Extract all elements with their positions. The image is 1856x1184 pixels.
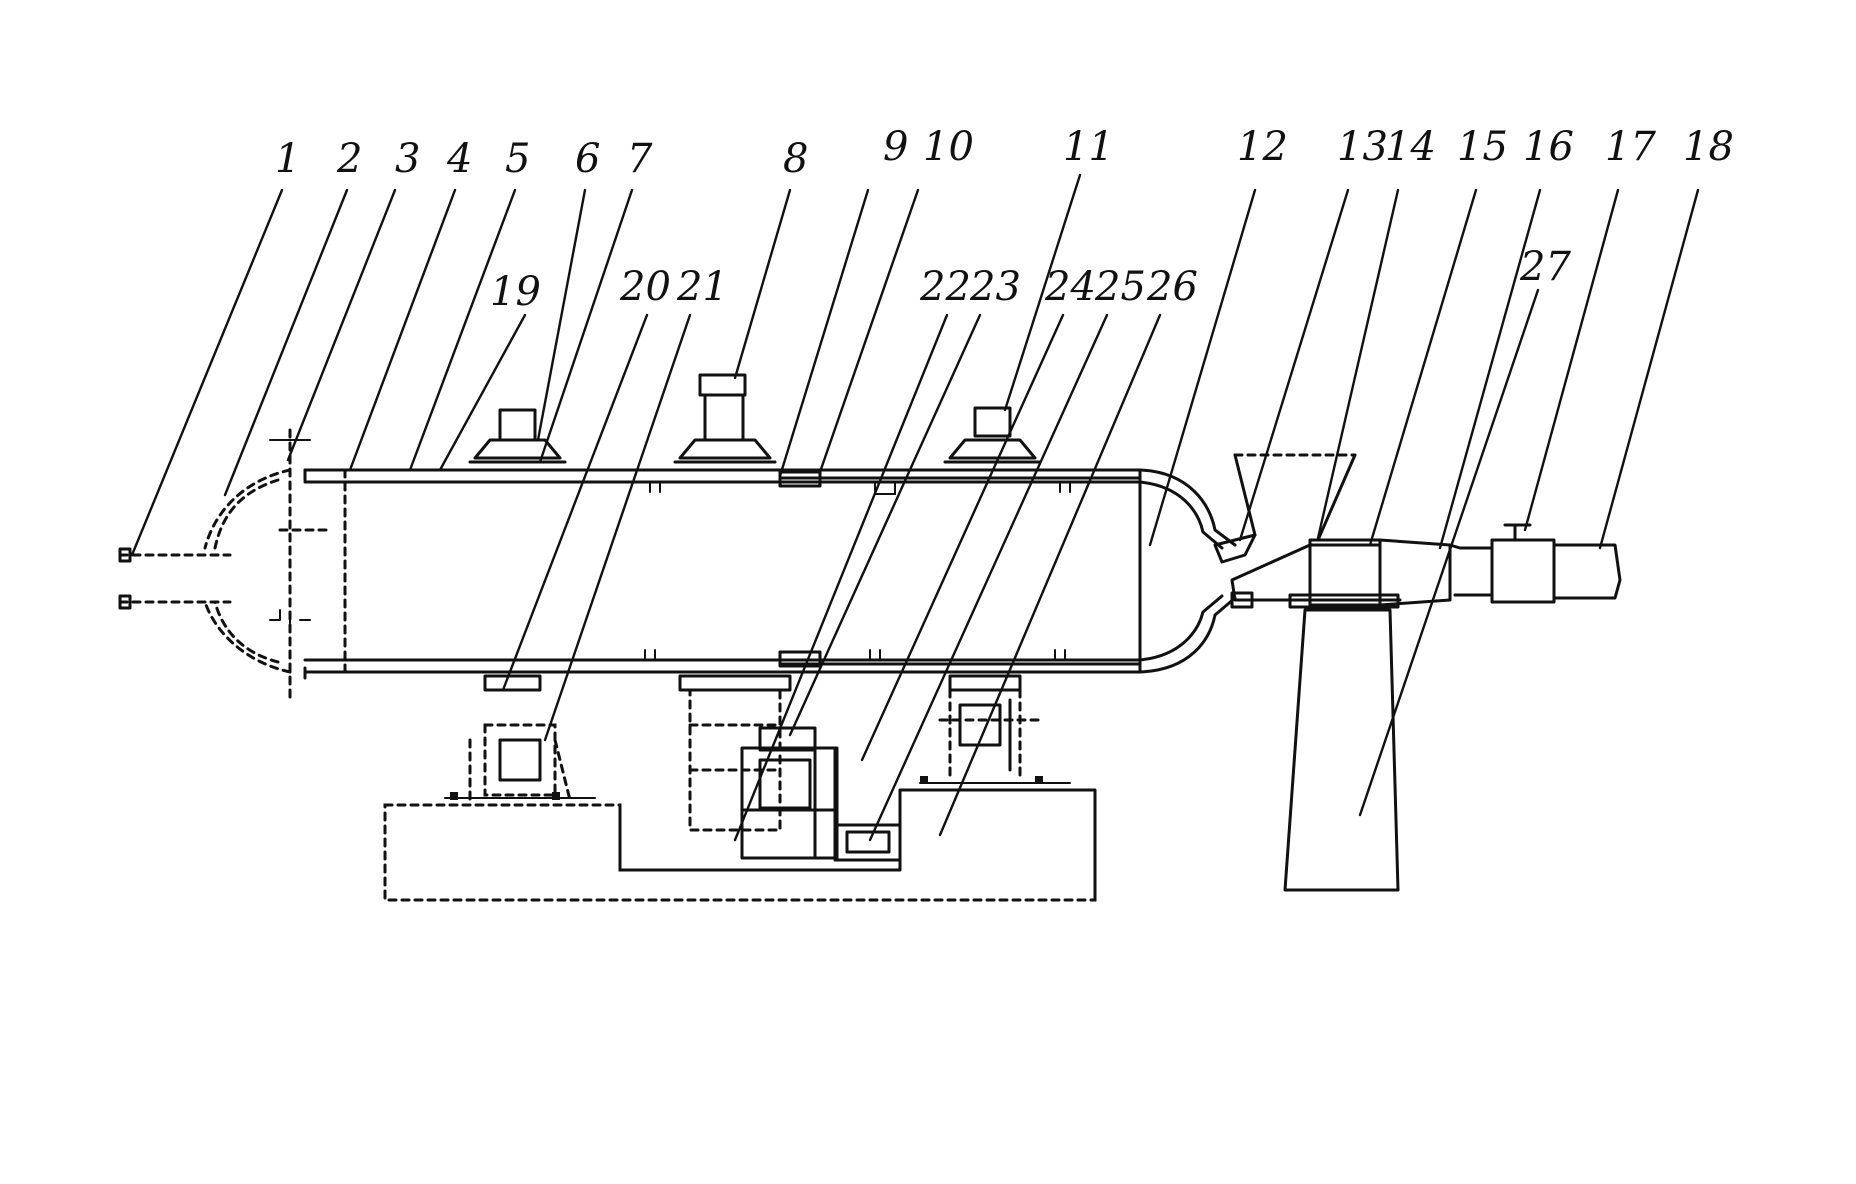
callout-23: 23 <box>969 264 1021 310</box>
motor <box>833 823 902 862</box>
callout-18: 18 <box>1683 124 1734 170</box>
callout-15: 15 <box>1457 124 1508 170</box>
leader-lines <box>130 173 1700 842</box>
callout-16: 16 <box>1523 124 1574 170</box>
callout-22: 22 <box>919 264 971 310</box>
support-left <box>468 674 572 802</box>
callout-25: 25 <box>1094 264 1146 310</box>
left-end-head <box>203 428 332 702</box>
callout-7: 7 <box>627 136 653 182</box>
callout-5: 5 <box>505 136 530 182</box>
callout-3: 3 <box>395 136 420 182</box>
callout-27: 27 <box>1519 244 1571 290</box>
callouts: 1 2 3 4 5 6 7 8 9 10 11 12 13 14 15 16 1… <box>275 124 1734 315</box>
top-ring-right <box>943 406 1042 464</box>
stand-pedestal <box>1283 608 1400 892</box>
callout-8: 8 <box>783 136 808 182</box>
base-frame <box>383 776 1097 902</box>
callout-1: 1 <box>275 136 300 182</box>
outlet-cone <box>1230 543 1382 609</box>
support-center <box>678 674 792 832</box>
discharge-tube <box>1448 523 1622 604</box>
top-ring-left <box>468 408 567 464</box>
callout-11: 11 <box>1063 124 1114 170</box>
callout-14: 14 <box>1385 124 1436 170</box>
gearbox <box>740 726 839 860</box>
support-right <box>938 674 1042 782</box>
callout-26: 26 <box>1146 264 1198 310</box>
callout-9: 9 <box>883 124 908 170</box>
callout-24: 24 <box>1044 264 1096 310</box>
callout-6: 6 <box>575 136 600 182</box>
callout-19: 19 <box>490 269 541 315</box>
callout-12: 12 <box>1237 124 1288 170</box>
drum-body <box>303 468 1142 680</box>
outlet-bearing <box>1286 538 1452 609</box>
inlet-pipe <box>118 547 232 610</box>
callout-21: 21 <box>676 264 728 310</box>
callout-17: 17 <box>1605 124 1656 170</box>
callout-4: 4 <box>446 136 472 182</box>
callout-10: 10 <box>923 124 974 170</box>
callout-20: 20 <box>619 264 671 310</box>
right-end-head <box>1138 468 1237 674</box>
callout-13: 13 <box>1337 124 1388 170</box>
top-ring-middle <box>673 373 777 464</box>
callout-2: 2 <box>336 136 362 182</box>
